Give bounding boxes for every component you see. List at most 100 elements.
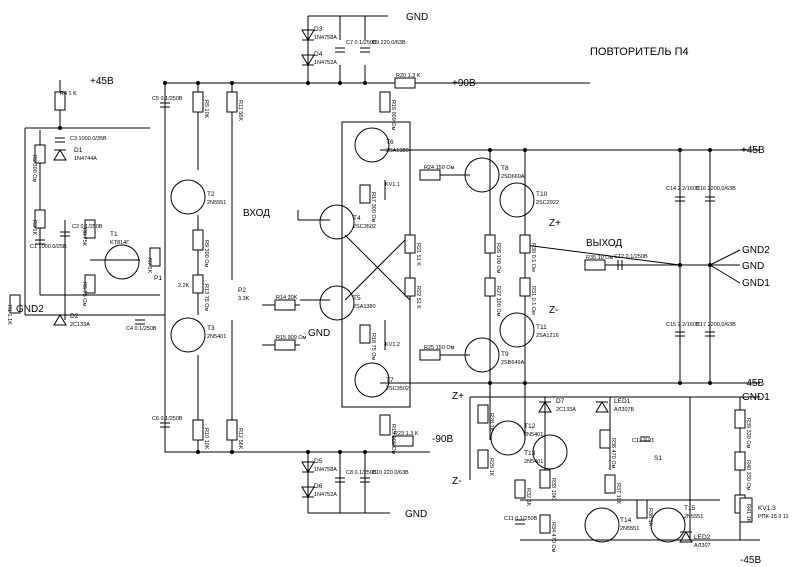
kv1-part: РПК-15 3 11 — [758, 514, 789, 520]
resistor-bodies — [9, 77, 753, 534]
led2-ref: LED2 — [694, 534, 711, 541]
rail-p45-top: +45В — [90, 76, 114, 87]
resistor-label-r5: R5 10K — [203, 100, 209, 119]
p2-value: 3.3K — [238, 296, 250, 302]
zminus-top-label: Z- — [549, 305, 558, 316]
resistor-label-r28: R28 1K — [488, 413, 494, 432]
led1-part: АЛ307Б — [614, 407, 635, 413]
input-label: ВХОД — [243, 208, 270, 219]
resistor-label-r26: R26 100 Ом — [495, 243, 501, 274]
t5-ref: T5 — [353, 295, 361, 302]
capacitor-plates — [35, 47, 715, 525]
resistor-label-r37: R37 10K — [615, 483, 621, 505]
capacitor-label-c3: C3 1000.0/35В — [70, 136, 107, 142]
kv1-ref: KV1.3 — [758, 505, 776, 512]
s1-label: S1 — [654, 455, 662, 462]
resistor-label-r23: R23 1.3 K — [394, 431, 419, 437]
resistor-label-r16: R16 909 Ом — [390, 100, 396, 131]
resistor-label-r17: R17 300 Ом — [370, 192, 376, 223]
d3-ref: D3 — [314, 26, 323, 33]
resistor-label-r18: R18 75 Ом — [370, 333, 376, 361]
t3-part: 2N5401 — [207, 334, 226, 340]
d7-part: 2C133A — [556, 407, 576, 413]
capacitor-label-c9: C9 220.0/63В — [372, 40, 406, 46]
diode-labels: D1 1N4744A D2 2C133A D3 1N4758A D4 1N475… — [70, 26, 711, 549]
rail-gnd-mid: GND — [308, 328, 330, 339]
rail-gnd-bottom: GND — [405, 509, 427, 520]
diode-symbols — [53, 29, 693, 543]
t12-ref: T12 — [524, 423, 536, 430]
resistor-label-r32: R32 1K — [525, 488, 531, 507]
d4-part: 1N4752A — [314, 60, 337, 66]
resistor-label-r35: R35 10 Ом — [586, 255, 614, 261]
resistor-label-r38: R38 1K — [647, 508, 653, 527]
resistor-label-r33: R33 10K — [550, 478, 556, 500]
t14-ref: T14 — [620, 517, 632, 524]
resistor-label-r15: R15 909 Ом — [276, 335, 307, 341]
resistor-label-r40: R40 330 Ом — [745, 460, 751, 491]
capacitor-label-c12: C12 0.1/250В — [614, 254, 648, 260]
capacitor-label-c11: C11 0.1/250В — [504, 516, 538, 522]
resistor-label-r11: R11 56K — [237, 100, 243, 121]
d4-ref: D4 — [314, 51, 323, 58]
resistor-label-r41: R41 1K — [745, 504, 751, 523]
capacitor-label-c2: C2 0.1/250В — [72, 224, 103, 230]
t15-ref: T15 — [684, 505, 696, 512]
d6-part: 1N4752A — [314, 492, 337, 498]
resistor-label-r4: R4 1 K — [60, 91, 77, 97]
junction-dots — [58, 81, 712, 454]
transistor-symbols — [104, 127, 686, 543]
rail-m90: -90В — [432, 434, 453, 445]
gnd2-left-label: GND2 — [16, 304, 44, 315]
resistor-label-r29: R29 1K — [488, 458, 494, 477]
capacitor-label-c7: C7 0.1/250В — [346, 40, 377, 46]
capacitor-label-c1: C1 1000.0/25В — [30, 244, 67, 250]
p2-ref: P2 — [238, 287, 246, 294]
resistor-label-r8: R8 75K — [81, 228, 87, 247]
t6-ref: T6 — [386, 139, 394, 146]
capacitor-label-c15: C15 2.2/160В — [666, 322, 700, 328]
resistor-label-r19: R19 909 Ом — [390, 424, 396, 455]
d2-part: 2C133A — [70, 322, 90, 328]
resistor-label-r39: R39 330 Ом — [745, 418, 751, 449]
resistor-label-r21: R21 51 K — [415, 243, 421, 266]
t1-part: KT814Г — [110, 240, 129, 246]
resistor-label-r14: R14 30K — [276, 295, 298, 301]
resistor-label-r10: R10 10K — [203, 428, 209, 450]
zplus-bottom-label: Z+ — [452, 391, 464, 402]
capacitor-label-c4: C4 0.1/250В — [126, 326, 157, 332]
rail-gnd-top: GND — [406, 12, 428, 23]
gnd1-label: GND1 — [742, 278, 770, 289]
capacitor-label-c5: C5 0.1/250В — [152, 96, 183, 102]
d1-ref: D1 — [74, 147, 83, 154]
resistor-label-r20: R20 1.3 K — [396, 73, 421, 79]
zminus-bottom-label: Z- — [452, 476, 461, 487]
capacitor-label-c13: C13 0.01 — [632, 438, 654, 444]
t6-part: 2SA1380 — [386, 148, 409, 154]
gnd2-label: GND2 — [742, 245, 770, 256]
resistor-label-r1: R1 1.1K — [6, 305, 12, 325]
d7-ref: D7 — [556, 398, 565, 405]
capacitor-label-c17: C17 2200.0/63В — [696, 322, 736, 328]
resistor-label-r13: R13 75 Ом — [203, 284, 209, 312]
zplus-top-label: Z+ — [549, 218, 561, 229]
t7-ref: T7 — [386, 377, 394, 384]
rail-m45-right: -45В — [743, 378, 764, 389]
d3-part: 1N4758A — [314, 35, 337, 41]
gnd-label: GND — [742, 261, 764, 272]
t12-part: 2N5401 — [524, 432, 543, 438]
t2-ref: T2 — [207, 191, 215, 198]
t13-ref: T13 — [524, 450, 536, 457]
resistor-label-r27: R27 100 Ом — [495, 286, 501, 317]
rail-p45-right: +45В — [741, 145, 765, 156]
resistor-label-r6: R6 75 Ом — [81, 282, 87, 306]
t9-part: 2SB649A — [501, 360, 525, 366]
capacitor-labels: C1 1000.0/25В C2 0.1/250В C3 1000.0/35В C4 … — [30, 40, 736, 522]
resistor-label-r34: R34 470 Ом — [550, 522, 556, 553]
transistor-labels: T2 2N5551 T3 2N5401 T1 KT814Г T4 2SC3502… — [110, 139, 703, 532]
t2-part: 2N5551 — [207, 200, 226, 206]
capacitor-label-c6: C6 0.1/250В — [152, 416, 183, 422]
led1-ref: LED1 — [614, 398, 631, 405]
kv12-label: KV1.2 — [385, 342, 400, 348]
